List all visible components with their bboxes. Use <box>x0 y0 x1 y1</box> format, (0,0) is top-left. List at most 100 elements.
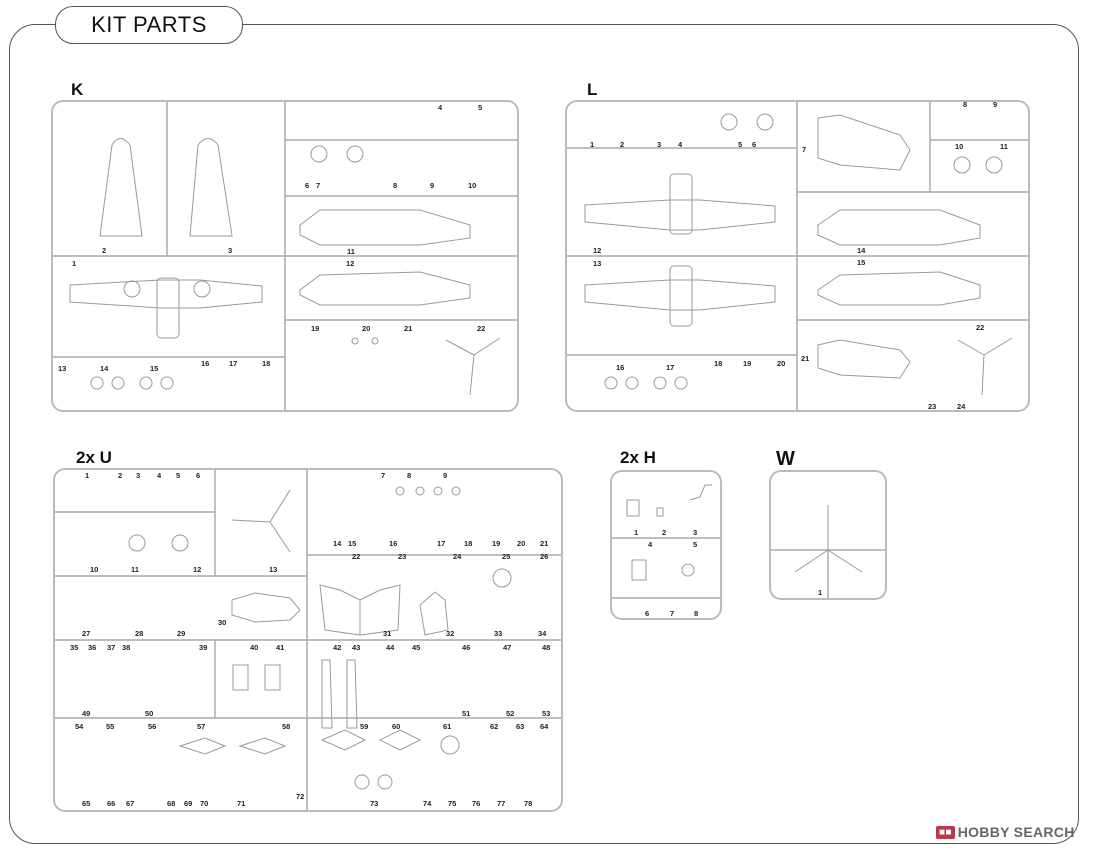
sprue-k <box>51 100 519 412</box>
part-number-h-2: 2 <box>662 528 667 537</box>
part-number-u-47: 47 <box>503 643 512 652</box>
part-number-l-12: 12 <box>593 246 602 255</box>
part-number-u-73: 73 <box>370 799 379 808</box>
part-number-k-2: 2 <box>102 246 107 255</box>
part-number-u-63: 63 <box>516 722 525 731</box>
part-number-k-14: 14 <box>100 364 109 373</box>
part-number-u-78: 78 <box>524 799 533 808</box>
part-number-l-17: 17 <box>666 363 675 372</box>
part-number-l-19: 19 <box>743 359 752 368</box>
part-number-u-33: 33 <box>494 629 503 638</box>
part-number-k-17: 17 <box>229 359 238 368</box>
part-number-u-71: 71 <box>237 799 246 808</box>
part-number-u-14: 14 <box>333 539 342 548</box>
part-number-u-67: 67 <box>126 799 135 808</box>
sprue-label-w: W <box>776 448 795 470</box>
part-number-u-57: 57 <box>197 722 206 731</box>
hobby-search-logo-icon: ■■ <box>936 825 955 839</box>
part-number-l-8: 8 <box>963 100 968 109</box>
sprue-label-l: L <box>587 80 598 99</box>
part-number-u-43: 43 <box>352 643 361 652</box>
part-number-u-3: 3 <box>136 471 141 480</box>
part-number-u-28: 28 <box>135 629 144 638</box>
part-number-k-12: 12 <box>346 259 355 268</box>
part-number-u-12: 12 <box>193 565 202 574</box>
part-number-l-3: 3 <box>657 140 662 149</box>
sprue-w <box>769 470 887 600</box>
sprue-label-u: 2x U <box>76 448 112 467</box>
part-number-u-4: 4 <box>157 471 162 480</box>
part-number-u-8: 8 <box>407 471 412 480</box>
part-number-u-65: 65 <box>82 799 91 808</box>
part-number-k-21: 21 <box>404 324 413 333</box>
part-number-u-75: 75 <box>448 799 457 808</box>
part-number-u-69: 69 <box>184 799 193 808</box>
part-number-u-34: 34 <box>538 629 547 638</box>
part-number-u-26: 26 <box>540 552 549 561</box>
part-number-u-58: 58 <box>282 722 291 731</box>
part-number-u-21: 21 <box>540 539 549 548</box>
watermark: ■■ HOBBY SEARCH <box>936 824 1075 840</box>
page-frame <box>9 24 1079 844</box>
part-number-k-22: 22 <box>477 324 486 333</box>
part-number-k-3: 3 <box>228 246 233 255</box>
part-number-u-46: 46 <box>462 643 471 652</box>
part-number-k-20: 20 <box>362 324 371 333</box>
part-number-u-20: 20 <box>517 539 526 548</box>
part-number-h-3: 3 <box>693 528 698 537</box>
part-number-u-11: 11 <box>131 565 139 574</box>
part-number-k-19: 19 <box>311 324 320 333</box>
part-number-u-15: 15 <box>348 539 357 548</box>
part-number-u-61: 61 <box>443 722 452 731</box>
part-number-u-56: 56 <box>148 722 157 731</box>
part-number-k-11: 11 <box>347 247 355 256</box>
part-number-u-52: 52 <box>506 709 515 718</box>
part-number-u-16: 16 <box>389 539 398 548</box>
part-number-u-35: 35 <box>70 643 79 652</box>
part-number-u-72: 72 <box>296 792 305 801</box>
part-number-u-24: 24 <box>453 552 462 561</box>
part-number-k-4: 4 <box>438 103 443 112</box>
part-number-k-9: 9 <box>430 181 435 190</box>
part-number-k-5: 5 <box>478 103 483 112</box>
part-number-u-36: 36 <box>88 643 97 652</box>
part-number-l-4: 4 <box>678 140 683 149</box>
sprue-l <box>565 100 1030 412</box>
part-number-u-70: 70 <box>200 799 209 808</box>
part-number-u-32: 32 <box>446 629 455 638</box>
part-number-w-1: 1 <box>818 588 823 597</box>
part-number-u-23: 23 <box>398 552 407 561</box>
part-number-l-15: 15 <box>857 258 866 267</box>
part-number-l-24: 24 <box>957 402 966 411</box>
part-number-u-49: 49 <box>82 709 91 718</box>
part-number-u-53: 53 <box>542 709 551 718</box>
part-number-u-38: 38 <box>122 643 131 652</box>
sprue-u <box>53 468 563 812</box>
part-number-u-19: 19 <box>492 539 501 548</box>
part-number-u-13: 13 <box>269 565 278 574</box>
part-number-l-1: 1 <box>590 140 595 149</box>
part-number-u-50: 50 <box>145 709 154 718</box>
part-number-u-62: 62 <box>490 722 499 731</box>
part-number-u-74: 74 <box>423 799 432 808</box>
part-number-u-48: 48 <box>542 643 551 652</box>
part-number-l-23: 23 <box>928 402 937 411</box>
part-number-u-2: 2 <box>118 471 123 480</box>
part-number-l-14: 14 <box>857 246 866 255</box>
part-number-u-18: 18 <box>464 539 473 548</box>
part-number-u-40: 40 <box>250 643 259 652</box>
sprue-label-k: K <box>71 80 84 99</box>
part-number-u-55: 55 <box>106 722 115 731</box>
part-number-u-25: 25 <box>502 552 511 561</box>
part-number-u-59: 59 <box>360 722 369 731</box>
part-number-u-76: 76 <box>472 799 481 808</box>
part-number-u-6: 6 <box>196 471 201 480</box>
part-number-u-54: 54 <box>75 722 84 731</box>
part-number-k-15: 15 <box>150 364 159 373</box>
part-number-h-7: 7 <box>670 609 675 618</box>
part-number-u-9: 9 <box>443 471 448 480</box>
part-number-k-10: 10 <box>468 181 477 190</box>
part-number-l-11: 11 <box>1000 142 1008 151</box>
part-number-u-45: 45 <box>412 643 421 652</box>
